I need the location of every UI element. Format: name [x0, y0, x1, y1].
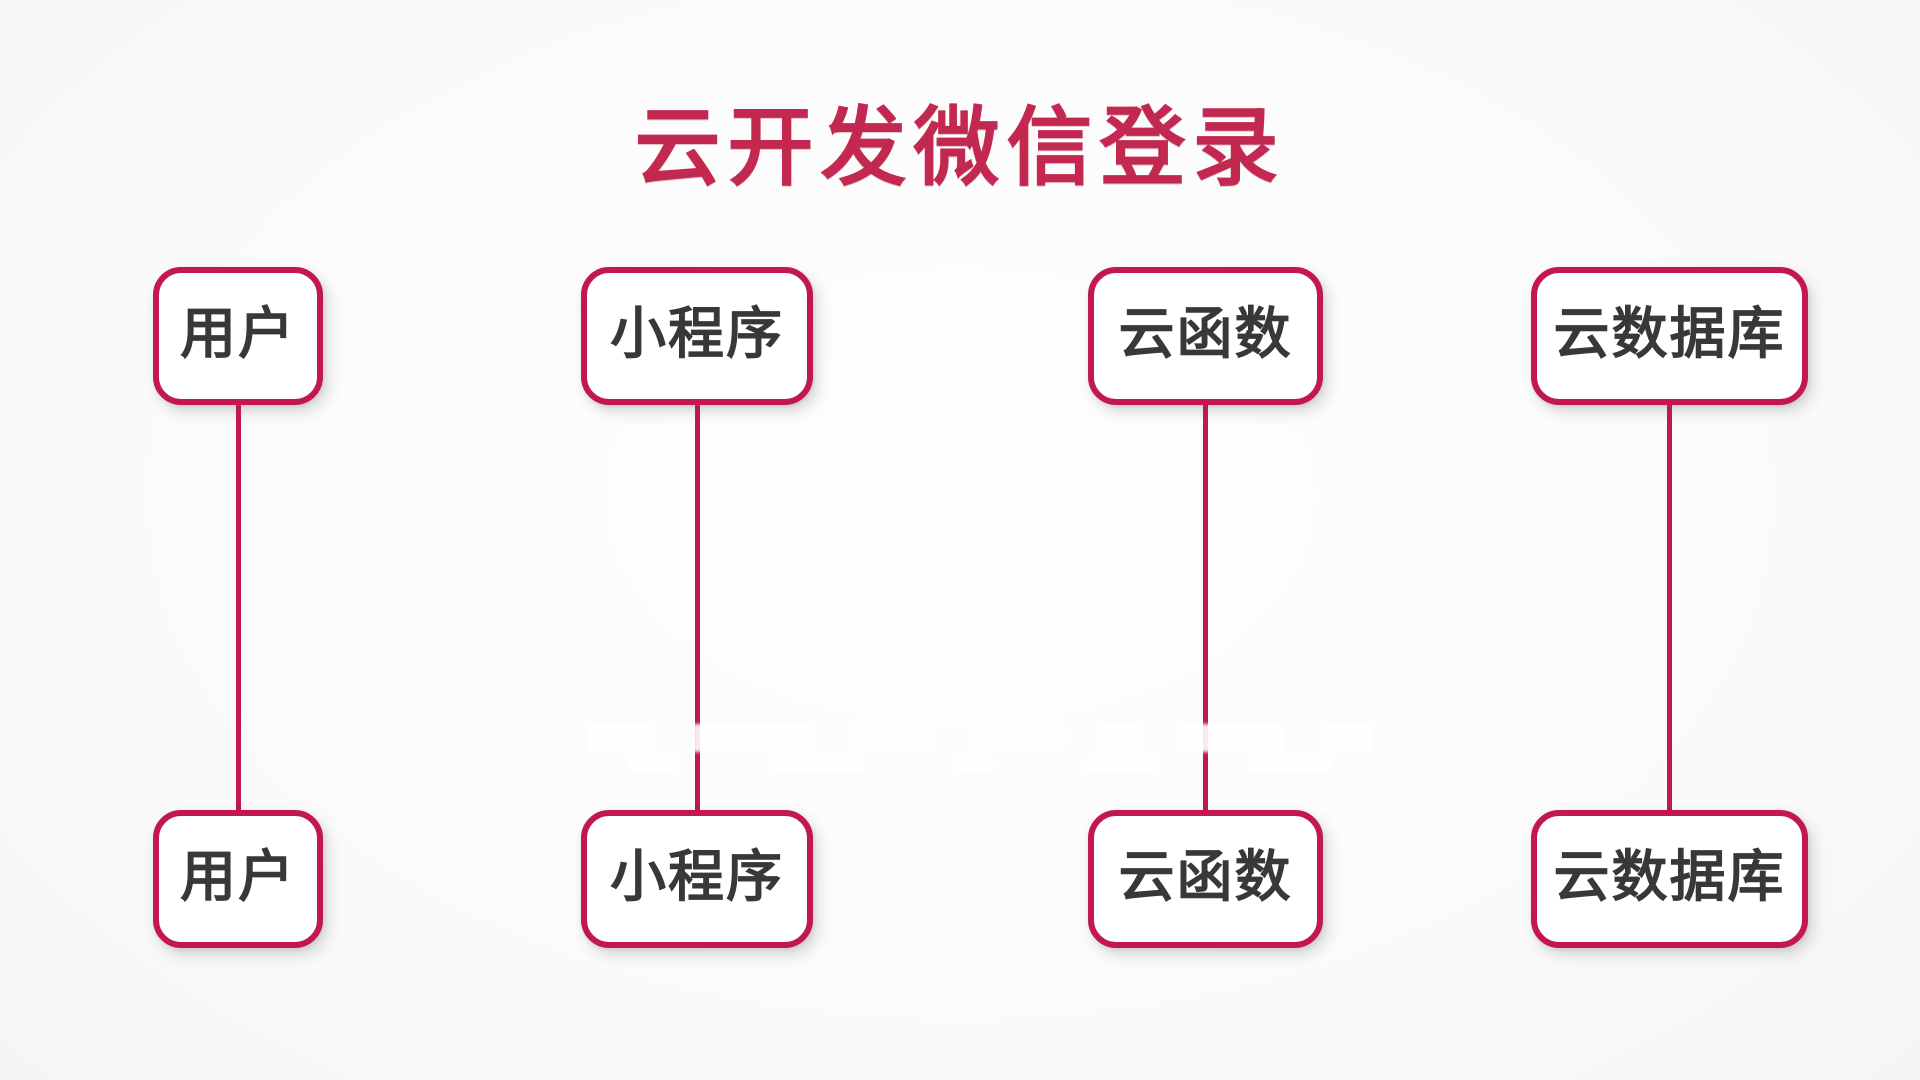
node-user-top-label: 用户 [180, 302, 296, 365]
column-cloud-function: 云函数 云函数 [1088, 267, 1323, 948]
node-cloud-database-bottom-label: 云数据库 [1553, 845, 1786, 908]
connector-line-miniprogram [694, 405, 700, 810]
node-miniprogram-bottom: 小程序 [581, 810, 813, 948]
connector-line-user [235, 405, 241, 810]
node-cloud-function-top-label: 云函数 [1118, 302, 1293, 365]
node-user-bottom-label: 用户 [180, 845, 296, 908]
column-cloud-database: 云数据库 云数据库 [1531, 267, 1808, 948]
node-cloud-database-bottom: 云数据库 [1531, 810, 1808, 948]
node-cloud-function-bottom-label: 云函数 [1118, 845, 1293, 908]
node-cloud-function-bottom: 云函数 [1088, 810, 1323, 948]
node-miniprogram-top-label: 小程序 [610, 302, 784, 365]
column-miniprogram: 小程序 小程序 [581, 267, 813, 948]
node-miniprogram-bottom-label: 小程序 [610, 845, 784, 908]
node-user-bottom: 用户 [153, 810, 323, 948]
node-cloud-database-top: 云数据库 [1531, 267, 1808, 405]
page-title: 云开发微信登录 [634, 100, 1286, 196]
node-cloud-database-top-label: 云数据库 [1553, 302, 1786, 365]
connector-line-cloud-database [1667, 405, 1672, 810]
node-cloud-function-top: 云函数 [1088, 267, 1323, 405]
node-user-top: 用户 [153, 267, 323, 405]
column-user: 用户 用户 [153, 267, 323, 948]
connector-line-cloud-function [1203, 405, 1208, 810]
node-miniprogram-top: 小程序 [581, 267, 813, 405]
